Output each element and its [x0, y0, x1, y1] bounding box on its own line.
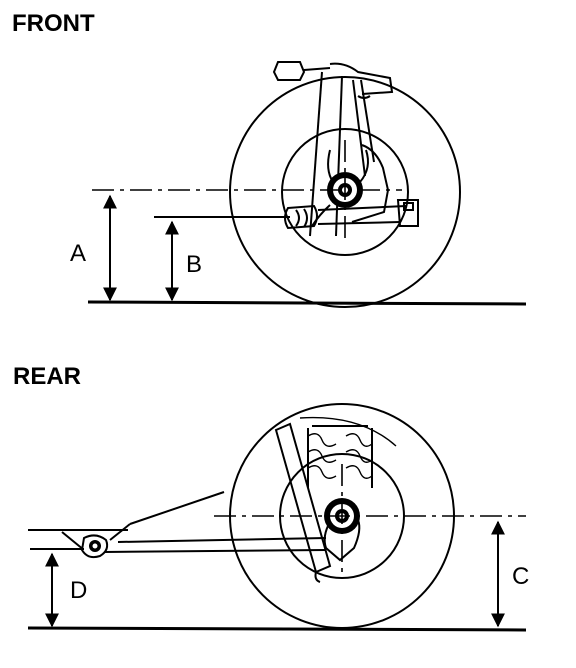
rear-trailing-arm — [28, 491, 327, 559]
rear-section: REAR — [13, 363, 529, 632]
dimension-c-label: C — [512, 563, 529, 590]
front-lower-arm — [284, 199, 419, 230]
front-section: FRONT — [12, 10, 527, 308]
rear-fender-arc — [299, 416, 397, 447]
dimension-a-label: A — [70, 240, 86, 267]
rear-title: REAR — [13, 363, 81, 390]
front-wheel-rim — [281, 128, 409, 256]
front-title: FRONT — [12, 10, 95, 37]
front-ground-line — [87, 300, 527, 306]
rear-ground-line — [27, 626, 527, 632]
dimension-d-label: D — [70, 577, 87, 604]
front-tire — [229, 76, 461, 308]
rear-shock-spring-assembly — [274, 422, 373, 583]
dimension-b-label: B — [186, 251, 202, 278]
